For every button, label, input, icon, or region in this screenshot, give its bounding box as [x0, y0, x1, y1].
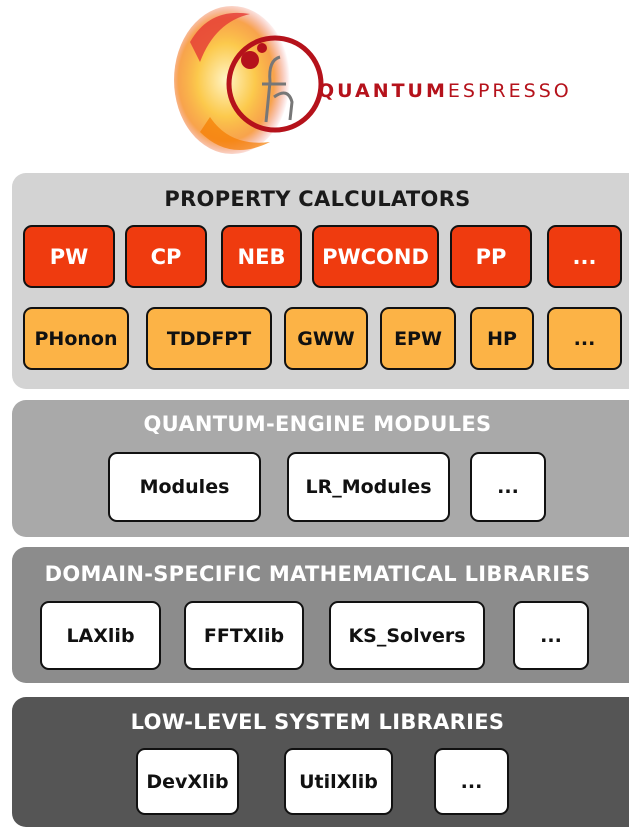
calculator-box-neb: NEB [221, 225, 302, 288]
calculator-box-gww: GWW [284, 307, 368, 370]
layer-title-math-libraries: DOMAIN-SPECIFIC MATHEMATICAL LIBRARIES [44, 562, 591, 586]
module-box-modules: Modules [108, 452, 261, 522]
calculator-box-more: ... [547, 225, 622, 288]
module-box-more: ... [470, 452, 546, 522]
calculator-box-cp: CP [125, 225, 207, 288]
calculator-box-pwcond: PWCOND [312, 225, 439, 288]
layer-quantum-engine-modules: QUANTUM-ENGINE MODULES Modules LR_Module… [12, 400, 629, 537]
library-box-fftxlib: FFTXlib [184, 601, 304, 670]
system-box-utilxlib: UtilXlib [284, 748, 393, 815]
layer-title-system-libraries: LOW-LEVEL SYSTEM LIBRARIES [130, 710, 505, 734]
calculator-box-epw: EPW [380, 307, 456, 370]
library-box-ks-solvers: KS_Solvers [329, 601, 485, 670]
logo-wordmark: QUANTUMESPRESSO [318, 80, 572, 102]
system-box-devxlib: DevXlib [136, 748, 239, 815]
library-box-more: ... [513, 601, 589, 670]
calculator-box-phonon: PHonon [23, 307, 129, 370]
quantum-espresso-logo: QUANTUMESPRESSO [170, 2, 569, 162]
system-box-more: ... [434, 748, 509, 815]
logo-word-espresso: ESPRESSO [447, 80, 572, 102]
layer-title-property-calculators: PROPERTY CALCULATORS [164, 187, 471, 211]
library-box-laxlib: LAXlib [40, 601, 161, 670]
calculator-box-pp: PP [450, 225, 532, 288]
logo-emblem-icon [174, 6, 324, 154]
calculator-box-more-2: ... [547, 307, 622, 370]
layer-title-quantum-engine: QUANTUM-ENGINE MODULES [143, 412, 492, 436]
calculator-box-pw: PW [23, 225, 115, 288]
calculator-box-tddfpt: TDDFPT [146, 307, 272, 370]
calculator-box-hp: HP [470, 307, 534, 370]
layer-system-libraries: LOW-LEVEL SYSTEM LIBRARIES DevXlib UtilX… [12, 697, 629, 827]
layer-math-libraries: DOMAIN-SPECIFIC MATHEMATICAL LIBRARIES L… [12, 547, 629, 683]
logo-word-quantum: QUANTUM [318, 80, 448, 102]
module-box-lr-modules: LR_Modules [287, 452, 450, 522]
layer-property-calculators: PROPERTY CALCULATORS PW CP NEB PWCOND PP… [12, 173, 629, 389]
